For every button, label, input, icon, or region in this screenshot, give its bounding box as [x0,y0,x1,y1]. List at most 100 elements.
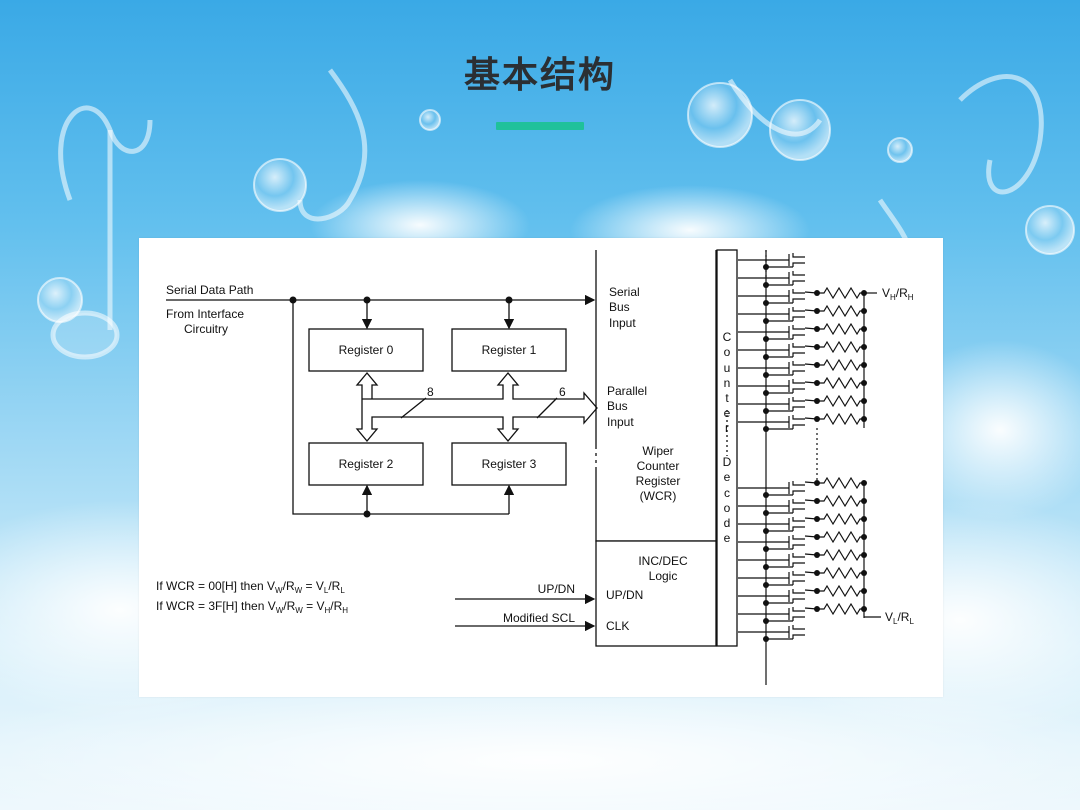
register-0-label: Register 0 [339,343,394,357]
counter-decode-letter: c [724,486,730,500]
junction-dot [763,636,769,642]
circuitry-label: Circuitry [184,322,228,336]
junction-dot [861,398,867,404]
switch-transistor [792,562,805,567]
wcr-label: Counter [637,459,680,473]
bus-width-8: 8 [427,385,434,399]
tap-connection [804,345,818,348]
serial-bus-label: Bus [609,300,630,314]
junction-dot [763,528,769,534]
junction-dot [861,516,867,522]
vh-rh-label: VH/RH [882,286,914,302]
switch-transistor [792,289,805,294]
junction-dot [861,570,867,576]
resistor [817,304,864,318]
tap-connection [804,327,818,330]
switch-transistor [792,499,805,504]
junction-dot [763,336,769,342]
junction-dot [763,282,769,288]
slide-title: 基本结构 [463,55,616,96]
resistor [817,394,864,408]
junction-dot [763,354,769,360]
switch-transistor [792,379,805,384]
junction-dot [763,618,769,624]
switch-transistor [792,535,805,540]
title-underline [496,122,584,130]
counter-decode-letter: r [725,421,729,435]
parallel-bus-label: Input [607,415,634,429]
bus-width-6: 6 [559,385,566,399]
register-3-box [451,442,567,486]
switch-transistor [792,616,805,621]
tap-connection [804,291,818,294]
junction-dot [861,606,867,612]
switch-transistor [792,352,805,357]
resistor-ladder [738,250,881,685]
tap-connection [804,381,818,384]
switch-transistor [792,508,805,513]
block-diagram: Serial Data Path From Interface Circuitr… [156,249,914,685]
tap-connection [804,481,818,484]
register-1-box [451,328,567,372]
counter-decode-letter: t [725,391,729,405]
tap-connection [804,607,818,610]
junction-dot [861,498,867,504]
junction-dot [861,480,867,486]
counter-decode-letter: C [723,330,732,344]
bus-width-slash [536,397,558,419]
switch-transistor [792,406,805,411]
junction-dot [763,318,769,324]
register-1-label: Register 1 [482,343,537,357]
switch-transistor [792,325,805,330]
tap-connection [804,309,818,312]
counter-decode-letter: o [724,345,731,359]
parallel-bus-label: Parallel [607,384,647,398]
resistor [817,340,864,354]
switch-transistor [792,490,805,495]
inc-dec-logic-box [595,540,717,647]
resistor [817,376,864,390]
bubble-decoration [37,82,1075,323]
updn-port-label: UP/DN [606,588,643,602]
resistor [817,602,864,616]
inc-dec-label: Logic [649,569,678,583]
switch-transistor [792,298,805,303]
switch-transistor [792,271,805,276]
counter-decode-letter: u [724,361,731,375]
junction-dot [763,546,769,552]
clk-port-label: CLK [606,619,629,633]
switch-transistor [792,517,805,522]
switch-transistor [792,634,805,639]
counter-decode-letter: e [724,531,731,545]
counter-decode-letter: e [724,406,731,420]
resistor [817,566,864,580]
condition-2: If WCR = 3F[H] then VW/RW = VH/RH [156,599,348,615]
modified-scl-label: Modified SCL [503,611,575,625]
switch-transistor [792,589,805,594]
register-2-box [308,442,424,486]
counter-decode-letter: d [724,516,731,530]
wcr-label: Wiper [642,444,673,458]
junction-dot [861,344,867,350]
counter-decoder-box [716,249,738,647]
switch-transistor [792,544,805,549]
junction-dot [763,390,769,396]
resistor [817,548,864,562]
switch-transistor [792,343,805,348]
from-interface-label: From Interface [166,307,244,321]
parallel-bus [355,371,598,443]
inc-dec-label: INC/DEC [638,554,688,568]
junction-dot [861,308,867,314]
tap-connection [804,535,818,538]
switch-transistor [792,397,805,402]
junction-dot [861,552,867,558]
junction-dot [763,408,769,414]
condition-1: If WCR = 00[H] then VW/RW = VL/RL [156,579,345,595]
tap-connection [804,517,818,520]
vl-rl-label: VL/RL [885,610,914,626]
tap-connection [804,363,818,366]
counter-decode-letter: D [723,455,732,469]
switch-transistor [792,307,805,312]
bus-width-slash [400,397,427,419]
junction-dot [763,264,769,270]
